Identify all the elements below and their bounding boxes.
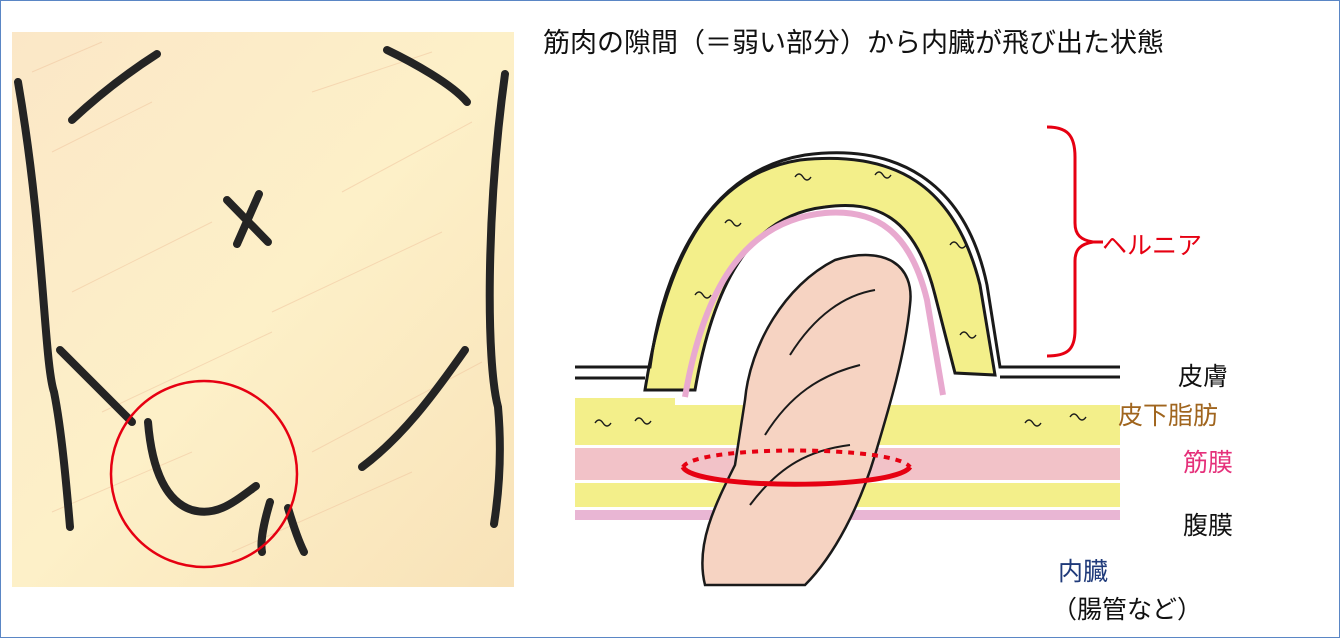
label-skin: 皮膚: [1178, 357, 1228, 393]
label-peritoneum: 腹膜: [1183, 506, 1233, 542]
abdomen-drawing: [12, 32, 514, 587]
hernia-cross-section: [575, 105, 1120, 605]
label-fascia: 筋膜: [1183, 443, 1233, 479]
label-viscera: 内臓: [1058, 552, 1108, 588]
abdomen-skin-background: [12, 32, 514, 587]
label-viscera-detail: （腸管など）: [1052, 590, 1202, 626]
label-subcutaneous-fat: 皮下脂肪: [1118, 396, 1218, 432]
page-title: 筋肉の隙間（＝弱い部分）から内臓が飛び出た状態: [543, 21, 1164, 60]
fat-layer: [575, 398, 675, 405]
label-hernia: ヘルニア: [1102, 226, 1202, 262]
